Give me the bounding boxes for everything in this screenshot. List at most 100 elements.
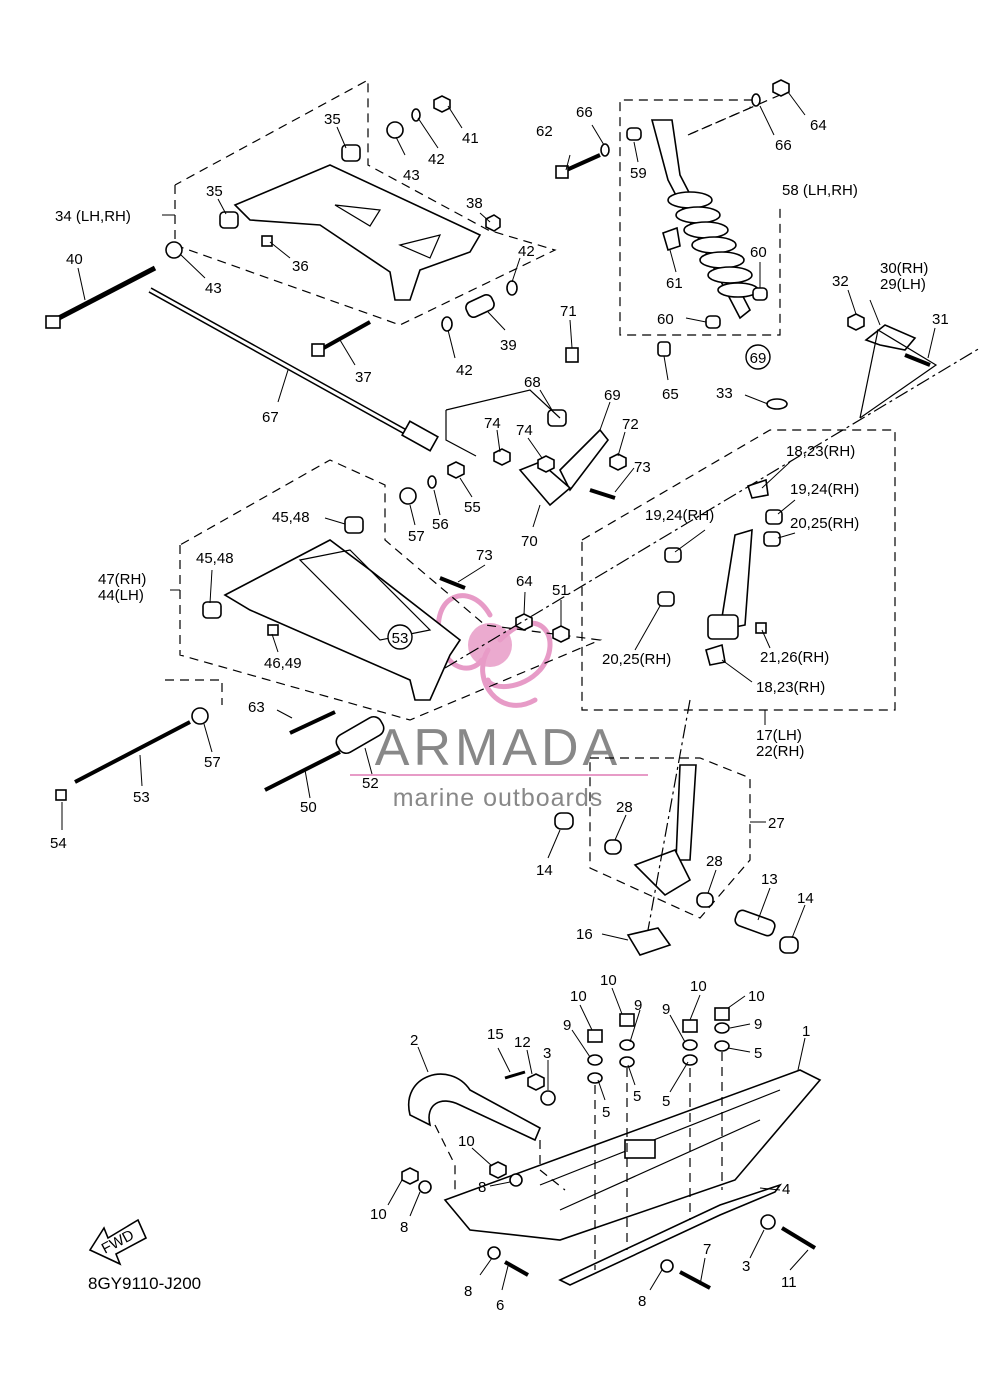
upper-a-arm-assembly [45, 78, 557, 357]
watermark-logo-center [468, 623, 512, 667]
diagram-code: 8GY9110-J200 [88, 1274, 201, 1293]
bolt-37-head [311, 343, 325, 357]
callout-70: 70 [521, 533, 538, 550]
shock-spring [667, 191, 759, 298]
washer-42c [441, 316, 453, 332]
callout-16: 16 [576, 926, 593, 943]
callout-19a: 19,24(RH) [790, 481, 859, 498]
bushing-45a [202, 601, 222, 619]
collar-52 [335, 715, 385, 755]
callout-74a: 74 [484, 415, 501, 432]
ref-marker-a2 [387, 624, 413, 650]
spindle-assembly [581, 429, 896, 711]
ref-marker-a1-label: 69 [750, 350, 767, 367]
callout-9b: 9 [634, 997, 642, 1014]
nut-64b [515, 613, 533, 631]
collar-59 [626, 127, 642, 141]
callout-1: 1 [802, 1023, 810, 1040]
shaft-67-spline [401, 420, 439, 452]
callout-57b: 57 [204, 754, 221, 771]
bolt-40-head [45, 315, 61, 329]
ref-marker-a1 [745, 344, 771, 370]
callout-35a: 35 [324, 111, 341, 128]
washer-43b [165, 241, 183, 259]
callout-37: 37 [355, 369, 372, 386]
callout-6: 6 [496, 1297, 504, 1314]
grease-nipple-21 [755, 622, 767, 634]
callout-51: 51 [552, 582, 569, 599]
callout-42c: 42 [518, 243, 535, 260]
callout-52: 52 [362, 775, 379, 792]
callout-28a: 28 [616, 799, 633, 816]
stud-bolts [587, 1007, 730, 1270]
callout-60a: 60 [750, 244, 767, 261]
callout-14a: 14 [536, 862, 553, 879]
steering-arm-assembly [766, 313, 938, 419]
collar-13 [734, 909, 776, 937]
fwd-arrow: FWD [88, 1218, 148, 1266]
callout-43b: 43 [205, 280, 222, 297]
leader-lines [61, 91, 936, 1291]
callout-5b: 5 [633, 1088, 641, 1105]
callout-56: 56 [432, 516, 449, 533]
callout-46: 46,49 [264, 655, 302, 672]
callout-74b: 74 [516, 422, 533, 439]
callout-42b: 42 [456, 362, 473, 379]
callout-8d: 8 [638, 1293, 646, 1310]
bolt-62-head [555, 165, 569, 179]
nut-51 [552, 625, 570, 643]
callout-29: 29(LH) [880, 276, 926, 293]
link-lead-a [445, 389, 561, 419]
group-box-27 [589, 757, 751, 919]
nut-55 [447, 461, 465, 479]
callout-71: 71 [560, 303, 577, 320]
shaft-axis-line [444, 347, 981, 669]
bushing-19b [664, 547, 682, 563]
callout-5d: 5 [754, 1045, 762, 1062]
collar-3a [540, 1090, 556, 1106]
callout-42a: 42 [428, 151, 445, 168]
bushing-35a [219, 211, 239, 229]
callout-65: 65 [662, 386, 679, 403]
ski-saddle [624, 1139, 656, 1159]
bracket-61 [662, 226, 681, 252]
washer-8d [509, 1173, 523, 1187]
bushing-18b [705, 643, 726, 666]
callout-33: 33 [716, 385, 733, 402]
callout-3b: 3 [742, 1258, 750, 1275]
callout-34: 34 (LH,RH) [55, 208, 131, 225]
washer-66a [600, 143, 610, 157]
callout-66b: 66 [775, 137, 792, 154]
nut-32 [847, 313, 865, 331]
callout-45a: 45,48 [272, 509, 310, 526]
link-assembly [445, 347, 627, 507]
bushing-14a [554, 812, 574, 830]
callout-2: 2 [410, 1032, 418, 1049]
callout-67: 67 [262, 409, 279, 426]
bolt-11 [780, 1226, 817, 1250]
callout-22: 22(RH) [756, 743, 804, 760]
callout-39: 39 [500, 337, 517, 354]
callout-54: 54 [50, 835, 67, 852]
callout-5a: 5 [602, 1104, 610, 1121]
callout-10a: 10 [570, 988, 587, 1005]
spindle-shaft [675, 764, 697, 861]
callout-4: 4 [782, 1181, 790, 1198]
callout-31: 31 [932, 311, 949, 328]
callout-72: 72 [622, 416, 639, 433]
callout-43a: 43 [403, 167, 420, 184]
bolt-73a [589, 488, 616, 500]
bushing-28b [696, 892, 714, 908]
callout-64a: 64 [810, 117, 827, 134]
collar-39 [465, 294, 495, 318]
washer-57b [191, 707, 209, 725]
bolt-50 [264, 750, 341, 792]
callout-40: 40 [66, 251, 83, 268]
upper-a-arm [233, 164, 482, 301]
ski-assembly [401, 1007, 822, 1290]
callout-15: 15 [487, 1026, 504, 1043]
callout-labels: 34 (LH,RH) 35 35 36 37 38 39 40 41 42 42… [50, 104, 949, 1314]
collar-60b [705, 315, 721, 329]
nut-74a [493, 448, 511, 466]
